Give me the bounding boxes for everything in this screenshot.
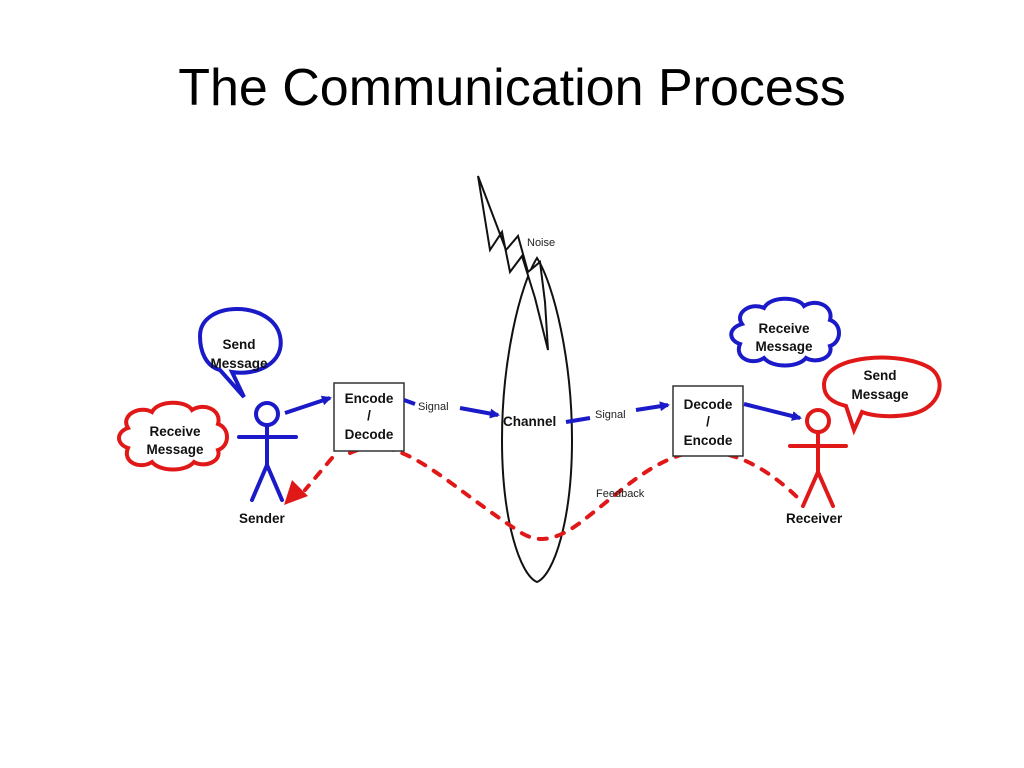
- decode-box: Decode / Encode: [672, 385, 744, 457]
- signal-label-left: Signal: [418, 401, 449, 413]
- receiver-send-bubble-line2: Message: [851, 387, 909, 402]
- encode-signal-stub: [403, 398, 416, 406]
- noise-lightning-icon: [477, 175, 549, 351]
- receiver-label: Receiver: [786, 511, 843, 526]
- signal-label-right: Signal: [595, 409, 626, 421]
- feedback-arrowhead-icon: [284, 480, 308, 505]
- sender-label: Sender: [239, 511, 286, 526]
- noise-label: Noise: [527, 237, 555, 249]
- encode-box: Encode / Decode: [333, 382, 405, 452]
- slide-title: The Communication Process: [178, 59, 846, 117]
- sender-receive-cloud-line1: Receive: [149, 424, 201, 439]
- receiver-receive-cloud-line2: Message: [755, 339, 813, 354]
- sender-receive-cloud-line2: Message: [146, 442, 204, 457]
- receiver-send-bubble-line1: Send: [863, 368, 896, 383]
- decode-box-line2: /: [706, 414, 710, 429]
- decode-box-line3: Encode: [684, 433, 733, 448]
- receiver-receive-cloud-line1: Receive: [758, 321, 810, 336]
- channel-oval: [500, 256, 574, 584]
- encode-box-line3: Decode: [345, 427, 394, 442]
- sender-send-bubble: Send Message: [197, 307, 283, 399]
- channel-to-decode-arrow: [635, 401, 670, 412]
- channel-shape: [477, 175, 574, 584]
- encode-to-channel-arrow: [459, 406, 500, 419]
- sender-receive-cloud: Receive Message: [117, 400, 229, 472]
- receiver-figure-icon: [788, 408, 848, 508]
- encode-box-line2: /: [367, 408, 371, 423]
- encode-box-line1: Encode: [345, 391, 394, 406]
- feedback-path: [348, 445, 802, 541]
- feedback-sender-path: [303, 456, 334, 492]
- decode-to-receiver-arrow: [743, 402, 802, 421]
- receiver-receive-cloud: Receive Message: [729, 296, 841, 368]
- receiver-send-bubble: Send Message: [821, 355, 942, 436]
- sender-send-bubble-line2: Message: [210, 356, 268, 371]
- sender-to-encode-arrow: [284, 395, 332, 415]
- decode-box-line1: Decode: [684, 397, 733, 412]
- channel-label: Channel: [503, 414, 556, 429]
- sender-figure-icon: [237, 401, 298, 502]
- sender-send-bubble-line1: Send: [222, 337, 255, 352]
- channel-signal-stub: [565, 416, 591, 424]
- feedback-label: Feedback: [596, 488, 645, 500]
